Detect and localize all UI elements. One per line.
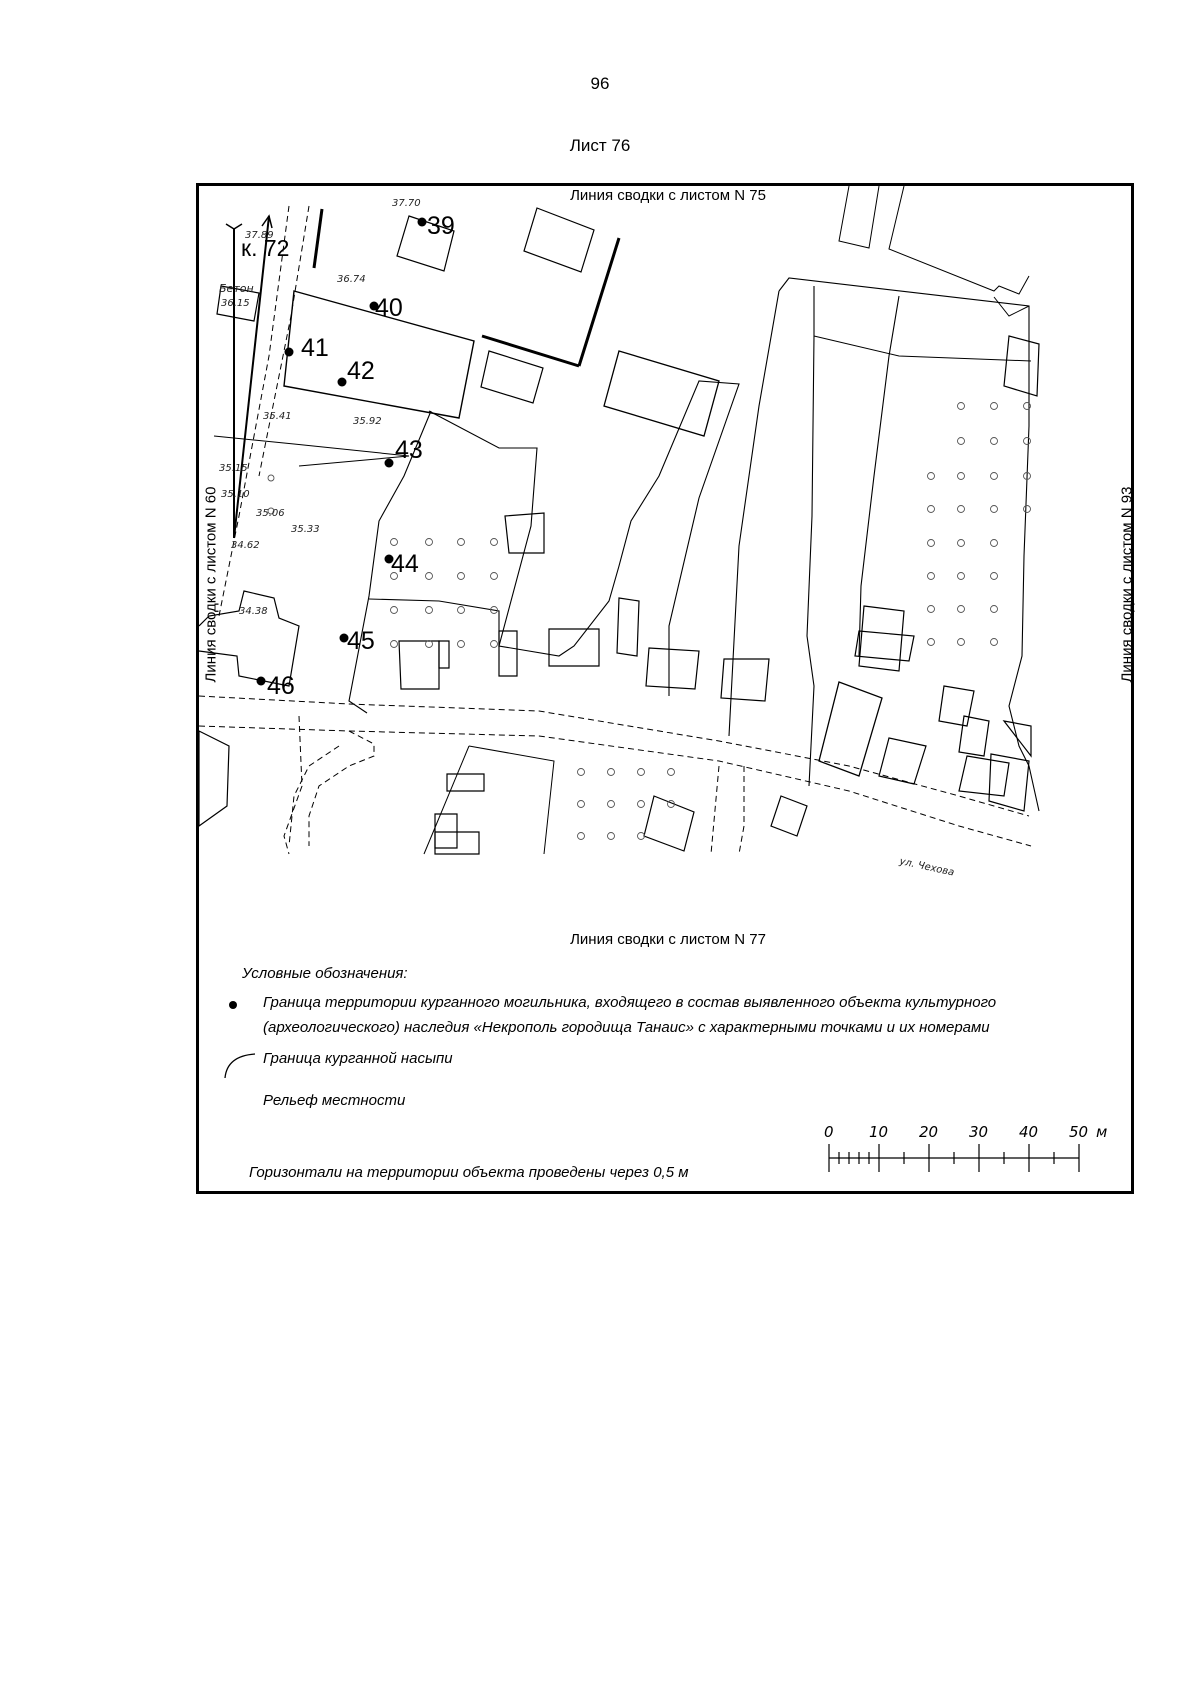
sheet-title: Лист 76	[569, 136, 631, 155]
scale-bar: 0 10 20 30 40 50 м	[824, 1123, 1107, 1172]
legend-item-mound: Граница курганной насыпи	[263, 1050, 453, 1067]
legend-arc-symbol	[224, 1053, 256, 1079]
page-number: 96	[590, 74, 610, 93]
point-45-marker	[339, 633, 349, 643]
legend-item-boundary-line2: (археологического) наследия «Некрополь г…	[263, 1019, 990, 1036]
point-40-marker	[369, 301, 379, 311]
point-label-41: 41	[301, 334, 329, 362]
scale-tick-50: 50	[1069, 1123, 1088, 1141]
elevation-label: 35.41	[263, 411, 292, 422]
elevation-label: 36.15	[221, 298, 250, 309]
elevation-label: 34.38	[239, 606, 268, 617]
elevation-label: 34.62	[231, 540, 260, 551]
scale-tick-20: 20	[919, 1123, 938, 1141]
point-46-marker	[256, 676, 266, 686]
scale-tick-10: 10	[869, 1123, 888, 1141]
point-label-45: 45	[347, 627, 375, 655]
point-label-44: 44	[391, 550, 419, 578]
legend-item-relief: Рельеф местности	[263, 1092, 406, 1109]
legend: Условные обозначения: Граница территории…	[199, 186, 1131, 1191]
point-label-40: 40	[375, 294, 403, 322]
contour-note: Горизонтали на территории объекта провед…	[249, 1164, 689, 1181]
elevation-label: 35.92	[353, 416, 382, 427]
point-39-marker	[417, 217, 427, 227]
legend-item-boundary-line1: Граница территории курганного могильника…	[263, 994, 997, 1011]
map-frame: 39 40 41 42 43 44 45 46 к. 72 Бетон 37.7…	[196, 183, 1136, 1194]
elevation-label: 35.06	[256, 508, 285, 519]
elevation-label: 37.89	[245, 230, 274, 241]
kurgan-label: к. 72	[241, 235, 289, 261]
point-42-marker	[337, 377, 347, 387]
point-label-42: 42	[347, 357, 375, 385]
edge-label-top: Линия сводки с листом N 75	[570, 187, 766, 204]
point-41-marker	[284, 347, 294, 357]
elevation-label: 37.70	[392, 198, 421, 209]
point-label-43: 43	[395, 436, 423, 464]
point-label-39: 39	[427, 212, 455, 240]
site-plan: 39 40 41 42 43 44 45 46 к. 72 Бетон 37.7…	[199, 186, 1040, 879]
legend-point-symbol	[229, 1001, 237, 1009]
elevation-label: 35.33	[291, 524, 320, 535]
scale-tick-30: 30	[969, 1123, 988, 1141]
scale-unit: м	[1096, 1123, 1107, 1141]
beton-label: Бетон	[219, 282, 254, 295]
legend-title: Условные обозначения:	[242, 965, 408, 982]
point-label-46: 46	[267, 672, 295, 700]
point-43-marker	[384, 458, 394, 468]
scale-tick-40: 40	[1019, 1123, 1038, 1141]
scale-tick-0: 0	[824, 1123, 834, 1141]
edge-label-bottom: Линия сводки с листом N 77	[570, 931, 766, 948]
elevation-label: 35.10	[221, 489, 250, 500]
elevation-label: 35.15	[219, 463, 248, 474]
elevation-label: 36.74	[337, 274, 366, 285]
point-44-marker	[384, 554, 394, 564]
